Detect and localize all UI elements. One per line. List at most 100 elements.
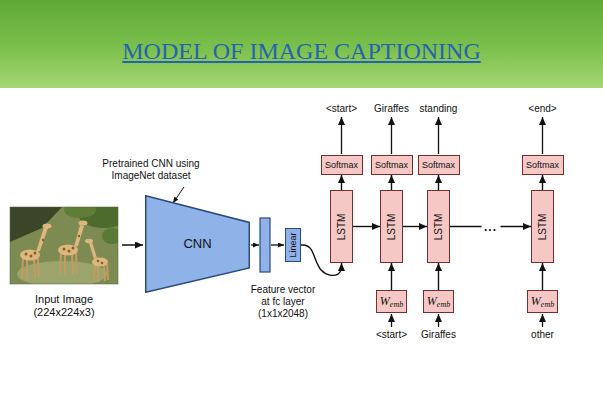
cell-label: LSTM	[433, 213, 445, 240]
input-word: <start>	[362, 329, 422, 341]
lstm-cell: LSTM	[330, 190, 353, 263]
flow-connector	[403, 226, 427, 227]
embedding-box: Wemb	[376, 290, 407, 313]
giraffe-spot	[25, 253, 28, 256]
giraffe-spot	[34, 252, 37, 255]
flow-connector	[391, 175, 392, 190]
cell-label: LSTM	[336, 213, 348, 240]
softmax-box: Softmax	[522, 155, 564, 175]
box-label: Softmax	[375, 160, 408, 170]
lstm-cell: LSTM	[427, 190, 450, 263]
flow-connector	[438, 175, 439, 190]
leader-line	[173, 187, 184, 203]
linear-layer: Linear	[285, 228, 301, 261]
box-label: Softmax	[422, 160, 455, 170]
weight-subscript: emb	[541, 300, 554, 309]
giraffe-leg	[34, 259, 35, 279]
giraffe-spot	[101, 262, 104, 265]
giraffe-spot	[42, 239, 44, 241]
giraffe-leg	[97, 265, 99, 282]
flow-connector	[438, 263, 439, 290]
giraffe-leg	[64, 254, 66, 275]
giraffe-leg	[38, 258, 39, 278]
giraffe-spot	[72, 247, 75, 250]
feature-vector-bar	[260, 218, 270, 272]
input-arrow	[438, 314, 439, 327]
box-label: Softmax	[526, 160, 559, 170]
flow-connector	[542, 175, 543, 190]
softmax-box: Softmax	[321, 155, 363, 175]
output-word: standing	[409, 103, 469, 115]
lstm-cell: LSTM	[531, 190, 554, 263]
giraffe-leg	[22, 258, 23, 279]
title-holder: MODEL OF IMAGE CAPTIONING	[0, 38, 603, 65]
input-arrow	[391, 314, 392, 327]
lstm-cell: LSTM	[380, 190, 403, 263]
flow-arrow	[271, 244, 284, 245]
cnn-block: CNN	[145, 195, 250, 293]
giraffe-leg	[104, 265, 105, 281]
output-arrow	[341, 117, 342, 154]
output-word: <end>	[513, 103, 573, 115]
flow-connector	[391, 263, 392, 290]
giraffe-leg	[107, 264, 108, 280]
giraffe-neck	[74, 225, 84, 247]
weight-symbol: W	[380, 295, 390, 309]
giraffe-spot	[30, 255, 33, 258]
giraffe-neck	[89, 242, 97, 259]
giraffe-spot	[68, 250, 71, 253]
weight-subscript: emb	[390, 300, 403, 309]
giraffe-spot	[63, 248, 66, 251]
flow-connector	[341, 175, 342, 190]
photo-foliage	[102, 228, 118, 244]
giraffe-spot	[97, 260, 100, 263]
photo-frame	[10, 207, 118, 284]
giraffe-leg	[26, 259, 28, 280]
giraffe-head	[43, 224, 52, 229]
image-caption: Input Image (224x224x3)	[23, 293, 105, 319]
annotation: Feature vector at fc layer (1x1x2048)	[247, 284, 319, 320]
block-label: CNN	[183, 237, 211, 252]
softmax-box: Softmax	[371, 155, 413, 175]
giraffe-leg	[94, 265, 95, 281]
flow-arrow	[251, 244, 259, 245]
output-arrow	[542, 117, 543, 154]
output-arrow	[438, 117, 439, 154]
giraffe-spots	[25, 235, 104, 265]
input-photo	[10, 207, 118, 284]
cnn-trapezoid	[146, 196, 250, 293]
giraffe-leg	[60, 253, 61, 274]
cell-label: LSTM	[386, 213, 398, 240]
input-arrow	[542, 314, 543, 327]
box-label: Softmax	[325, 160, 358, 170]
embedding-box: Wemb	[527, 290, 558, 313]
photo-shadow	[10, 207, 62, 242]
layer-label: Linear	[287, 232, 297, 257]
cell-label: LSTM	[537, 213, 549, 240]
weight-symbol: W	[531, 295, 541, 309]
giraffe-leg	[76, 253, 77, 273]
flow-connector	[353, 226, 380, 227]
output-word: Giraffes	[362, 103, 422, 115]
giraffe-spot	[78, 235, 80, 237]
flow-arrow	[122, 244, 143, 246]
input-word: other	[513, 329, 573, 341]
annotation: Pretrained CNN using ImageNet dataset	[95, 158, 207, 182]
giraffe-leg	[72, 254, 73, 274]
giraffe-neck	[36, 227, 48, 252]
edge-label: ...	[481, 221, 500, 233]
weight-symbol: W	[427, 295, 437, 309]
giraffe-head	[85, 239, 93, 243]
output-arrow	[391, 117, 392, 154]
photo-foliage	[64, 207, 96, 218]
giraffe-head	[79, 221, 88, 226]
title-text: MODEL OF IMAGE CAPTIONING	[122, 38, 480, 64]
softmax-box: Softmax	[418, 155, 460, 175]
input-word: Giraffes	[409, 329, 469, 341]
flow-connector	[542, 263, 543, 290]
output-word: <start>	[312, 103, 372, 115]
embedding-box: Wemb	[423, 290, 454, 313]
giraffe-bodies	[20, 221, 108, 267]
